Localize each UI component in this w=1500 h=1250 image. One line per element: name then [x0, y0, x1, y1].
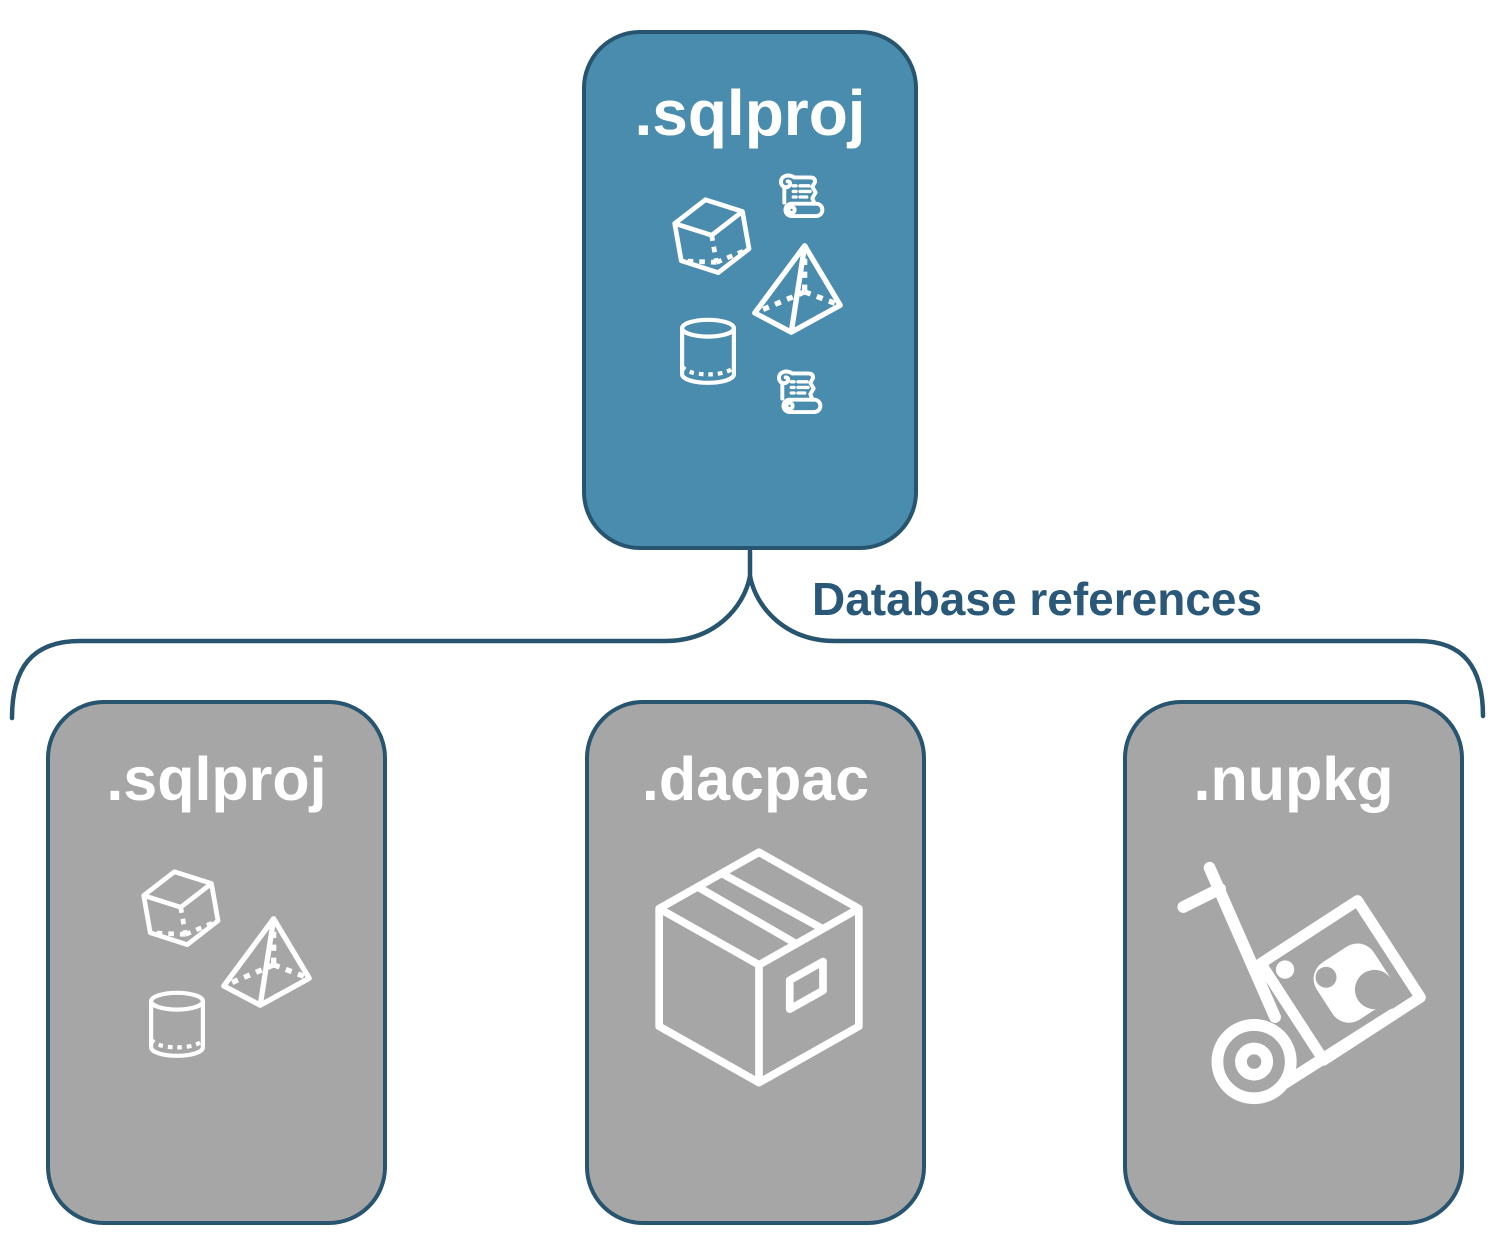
connector-label: Database references	[812, 573, 1263, 625]
cube-icon	[669, 194, 755, 280]
pyramid-icon	[215, 913, 317, 1009]
pyramid-icon	[746, 240, 848, 336]
package-box-icon	[631, 842, 887, 1098]
hand-truck-package-icon	[1165, 852, 1427, 1114]
cube-icon	[138, 866, 224, 952]
child-card-dacpac: .dacpac	[585, 700, 926, 1225]
root-card-label: .sqlproj	[634, 77, 866, 149]
child-card-label: .dacpac	[641, 745, 870, 813]
scroll-icon	[772, 169, 828, 225]
cylinder-icon	[673, 312, 743, 392]
scroll-icon	[770, 365, 826, 421]
root-card-sqlproj: .sqlproj	[582, 30, 918, 550]
child-card-label: .nupkg	[1193, 745, 1394, 813]
child-card-nupkg: .nupkg	[1123, 700, 1464, 1225]
child-card-sqlproj: .sqlproj	[46, 700, 387, 1225]
cylinder-icon	[142, 984, 212, 1066]
child-card-label: .sqlproj	[106, 745, 327, 813]
